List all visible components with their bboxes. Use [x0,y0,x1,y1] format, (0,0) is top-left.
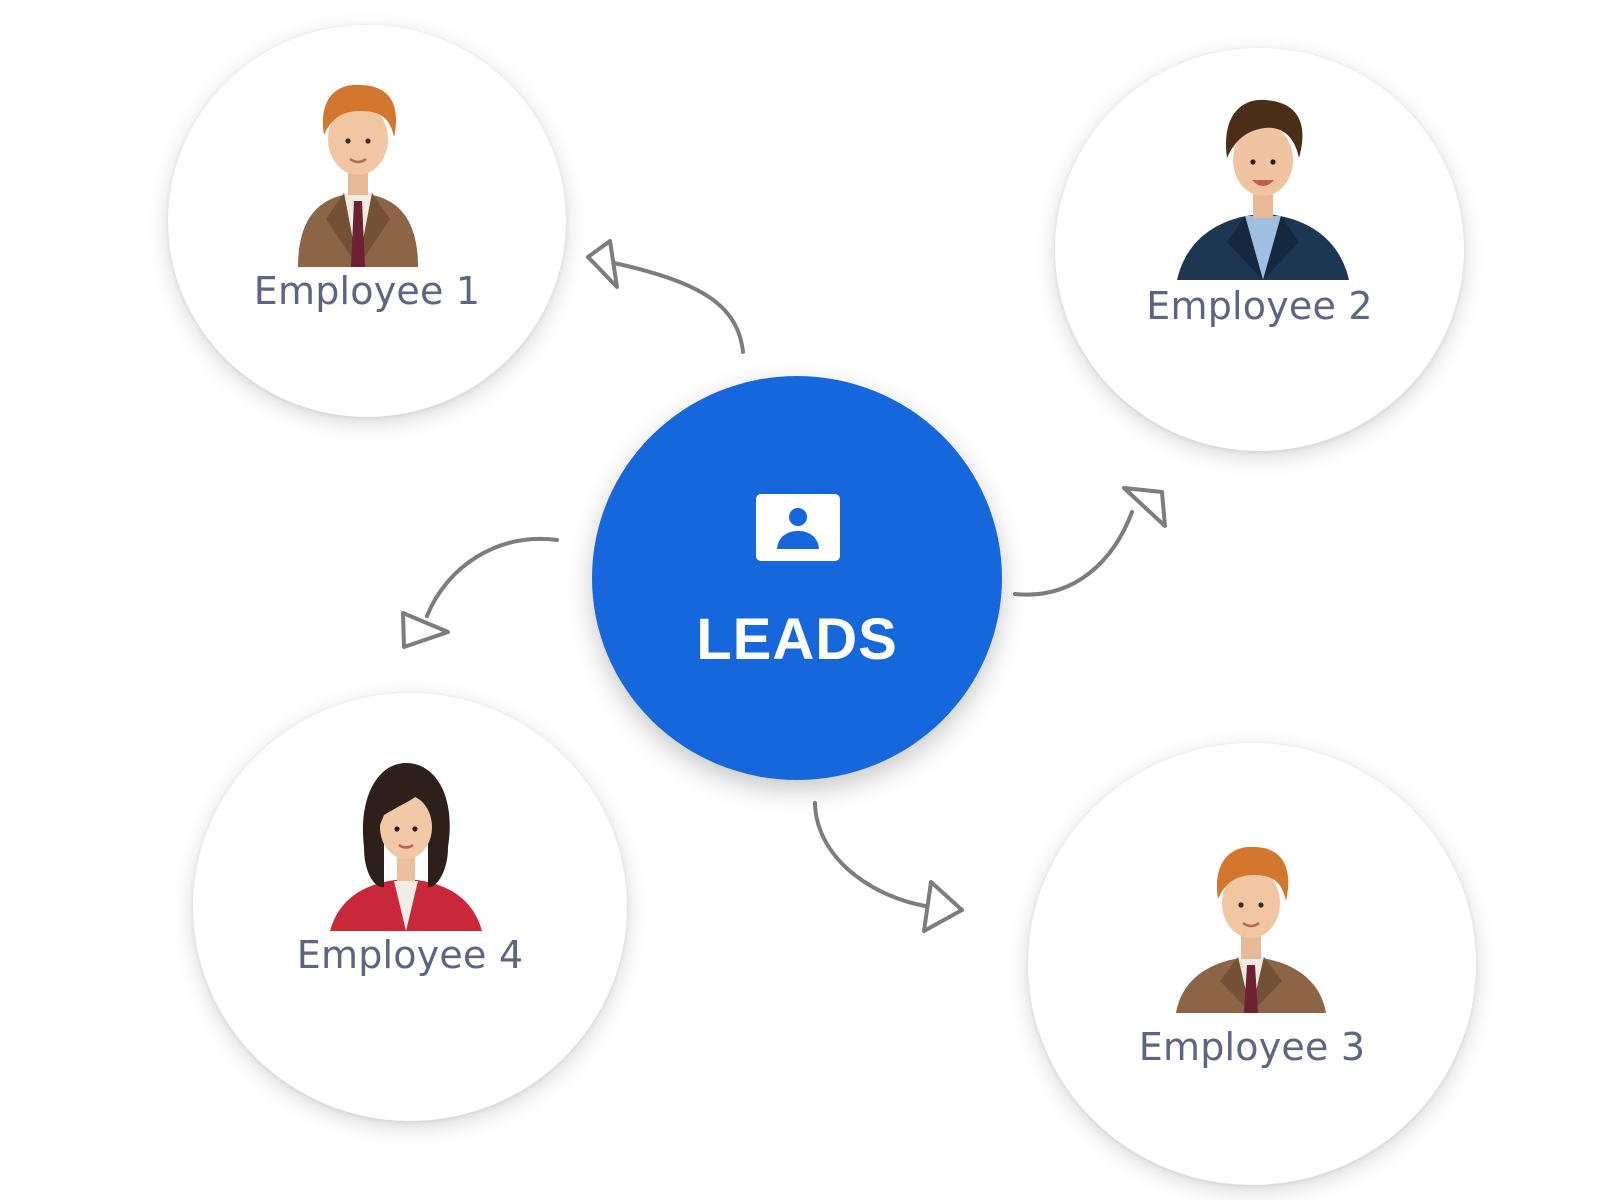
employee-2-node: Employee 2 [1055,48,1464,451]
man-brown-suit-avatar-icon [1176,846,1326,1013]
arrow-to-employee-1 [612,261,745,354]
employee-label: Employee 2 [1146,284,1373,328]
arrow-to-employee-4 [425,536,559,618]
arrow-to-employee-2 [1013,510,1134,597]
employee-3-node: Employee 3 [1028,743,1476,1185]
employee-1-node: Employee 1 [168,25,566,417]
arrowhead-employee-4 [401,611,450,649]
woman-red-blazer-avatar-icon [330,763,482,931]
employee-label: Employee 1 [253,269,481,313]
leads-node: LEADS [592,376,1002,780]
arrowhead-employee-1 [586,239,619,289]
employee-label: Employee 3 [1138,1025,1366,1069]
contact-card-icon [756,494,840,561]
employee-label: Employee 4 [296,933,524,977]
arrow-to-employee-3 [813,801,927,908]
employee-4-node: Employee 4 [193,693,627,1121]
leads-label: LEADS [696,607,898,672]
man-navy-suit-avatar-icon [1177,99,1349,280]
arrowhead-employee-2 [1122,486,1167,528]
man-brown-suit-avatar-icon [298,84,418,267]
arrowhead-employee-3 [922,880,964,933]
